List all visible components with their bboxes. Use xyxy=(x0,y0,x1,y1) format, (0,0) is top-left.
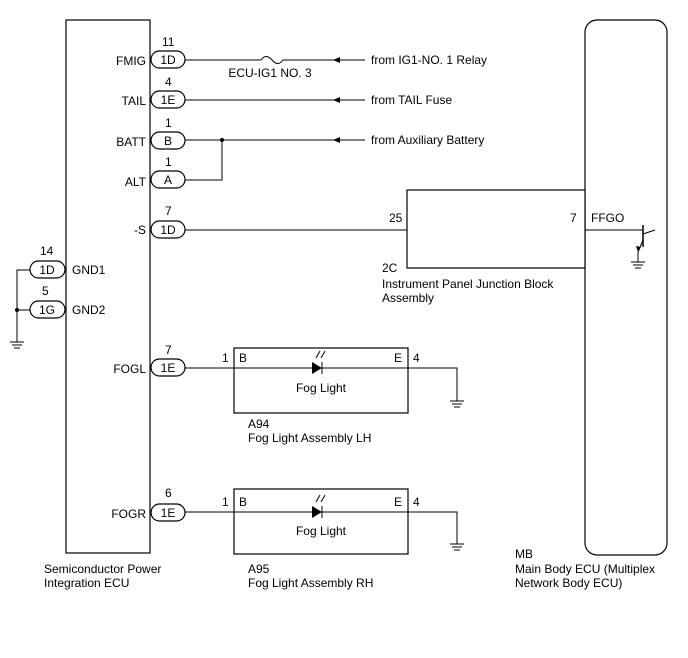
mb-code: MB xyxy=(515,547,533,561)
connector-fogr-label: 1E xyxy=(161,506,176,520)
junction-pin-out: 7 xyxy=(570,211,577,225)
transistor-collector xyxy=(642,229,656,235)
fog-rh-pin-e-num: 4 xyxy=(413,495,420,509)
pin-num-s: 7 xyxy=(165,204,172,218)
pin-label-gnd1: GND1 xyxy=(72,263,106,277)
wire-fog-rh-ground xyxy=(408,511,458,544)
connector-s-label: 1D xyxy=(160,223,176,237)
junction-name-1: Instrument Panel Junction Block xyxy=(382,277,554,291)
connector-fmig-label: 1D xyxy=(160,53,176,67)
pin-label-tail: TAIL xyxy=(122,94,147,108)
pin-num-fogr: 6 xyxy=(165,486,172,500)
fog-rh-pin-e: E xyxy=(394,495,402,509)
wire-fog-lh-ground xyxy=(408,367,458,401)
main-body-ecu-box xyxy=(584,19,668,556)
ground-icon xyxy=(450,543,464,551)
pin-num-fmig: 11 xyxy=(162,35,175,49)
spi-ecu-name-1: Semiconductor Power xyxy=(44,562,161,576)
fog-lh-pin-b-num: 1 xyxy=(222,351,229,365)
connector-gnd1-label: 1D xyxy=(39,263,55,277)
connector-fogl-label: 1E xyxy=(161,361,176,375)
pin-num-batt: 1 xyxy=(165,116,172,130)
source-tail: from TAIL Fuse xyxy=(371,93,452,107)
pin-label-s: -S xyxy=(134,223,146,237)
source-battery: from Auxiliary Battery xyxy=(371,133,484,147)
arrow-tail xyxy=(333,97,340,103)
ground-icon xyxy=(10,341,24,349)
light-rays-icon xyxy=(315,350,326,359)
arrow-fmig xyxy=(333,57,340,63)
fog-lh-pin-e-num: 4 xyxy=(413,351,420,365)
arrow-batt xyxy=(333,137,340,143)
mb-name-1: Main Body ECU (Multiplex xyxy=(515,562,655,576)
fog-rh-lamp-label: Fog Light xyxy=(296,524,347,538)
junction-name-2: Assembly xyxy=(382,291,434,305)
spi-ecu-name-2: Integration ECU xyxy=(44,576,129,590)
fog-lh-pin-b: B xyxy=(239,351,247,365)
pin-num-fogl: 7 xyxy=(165,343,172,357)
fog-rh-code: A95 xyxy=(248,562,270,576)
fog-lh-code: A94 xyxy=(248,417,270,431)
source-ig1: from IG1-NO. 1 Relay xyxy=(371,53,487,67)
connector-alt-label: A xyxy=(164,173,172,187)
fog-lh-lamp-label: Fog Light xyxy=(296,381,347,395)
transistor-arrow xyxy=(636,246,641,252)
wire-gnd1 xyxy=(16,269,30,310)
pin-num-gnd2: 5 xyxy=(42,284,49,298)
pin-label-gnd2: GND2 xyxy=(72,303,106,317)
connector-tail-label: 1E xyxy=(161,93,176,107)
connector-gnd2-label: 1G xyxy=(39,303,55,317)
wire-alt xyxy=(185,140,223,181)
ground-icon xyxy=(450,400,464,408)
pin-num-tail: 4 xyxy=(165,75,172,89)
mb-name-2: Network Body ECU) xyxy=(515,576,622,590)
fog-rh-name: Fog Light Assembly RH xyxy=(248,576,373,590)
junction-code: 2C xyxy=(382,261,398,275)
junction-signal-label: FFGO xyxy=(591,211,624,225)
junction-pin-in: 25 xyxy=(389,211,403,225)
connector-batt-label: B xyxy=(164,134,172,148)
junction-block-box xyxy=(406,189,586,269)
light-rays-icon xyxy=(315,494,326,503)
pin-label-alt: ALT xyxy=(125,175,147,189)
pin-num-gnd1: 14 xyxy=(40,244,54,258)
pin-label-batt: BATT xyxy=(116,135,146,149)
fog-light-lh-box xyxy=(233,347,409,414)
fuse-symbol xyxy=(257,56,287,64)
spi-ecu-box xyxy=(65,19,151,554)
pin-label-fmig: FMIG xyxy=(116,54,146,68)
fog-lh-pin-e: E xyxy=(394,351,402,365)
ground-icon xyxy=(631,261,645,269)
fog-rh-pin-b: B xyxy=(239,495,247,509)
pin-label-fogl: FOGL xyxy=(113,362,146,376)
fog-rh-pin-b-num: 1 xyxy=(222,495,229,509)
diode-icon xyxy=(312,362,322,374)
pin-label-fogr: FOGR xyxy=(111,507,146,521)
diode-icon xyxy=(312,506,322,518)
fog-lh-name: Fog Light Assembly LH xyxy=(248,431,371,445)
pin-num-alt: 1 xyxy=(165,155,172,169)
fuse-label: ECU-IG1 NO. 3 xyxy=(228,66,312,80)
fog-light-rh-box xyxy=(233,488,409,555)
